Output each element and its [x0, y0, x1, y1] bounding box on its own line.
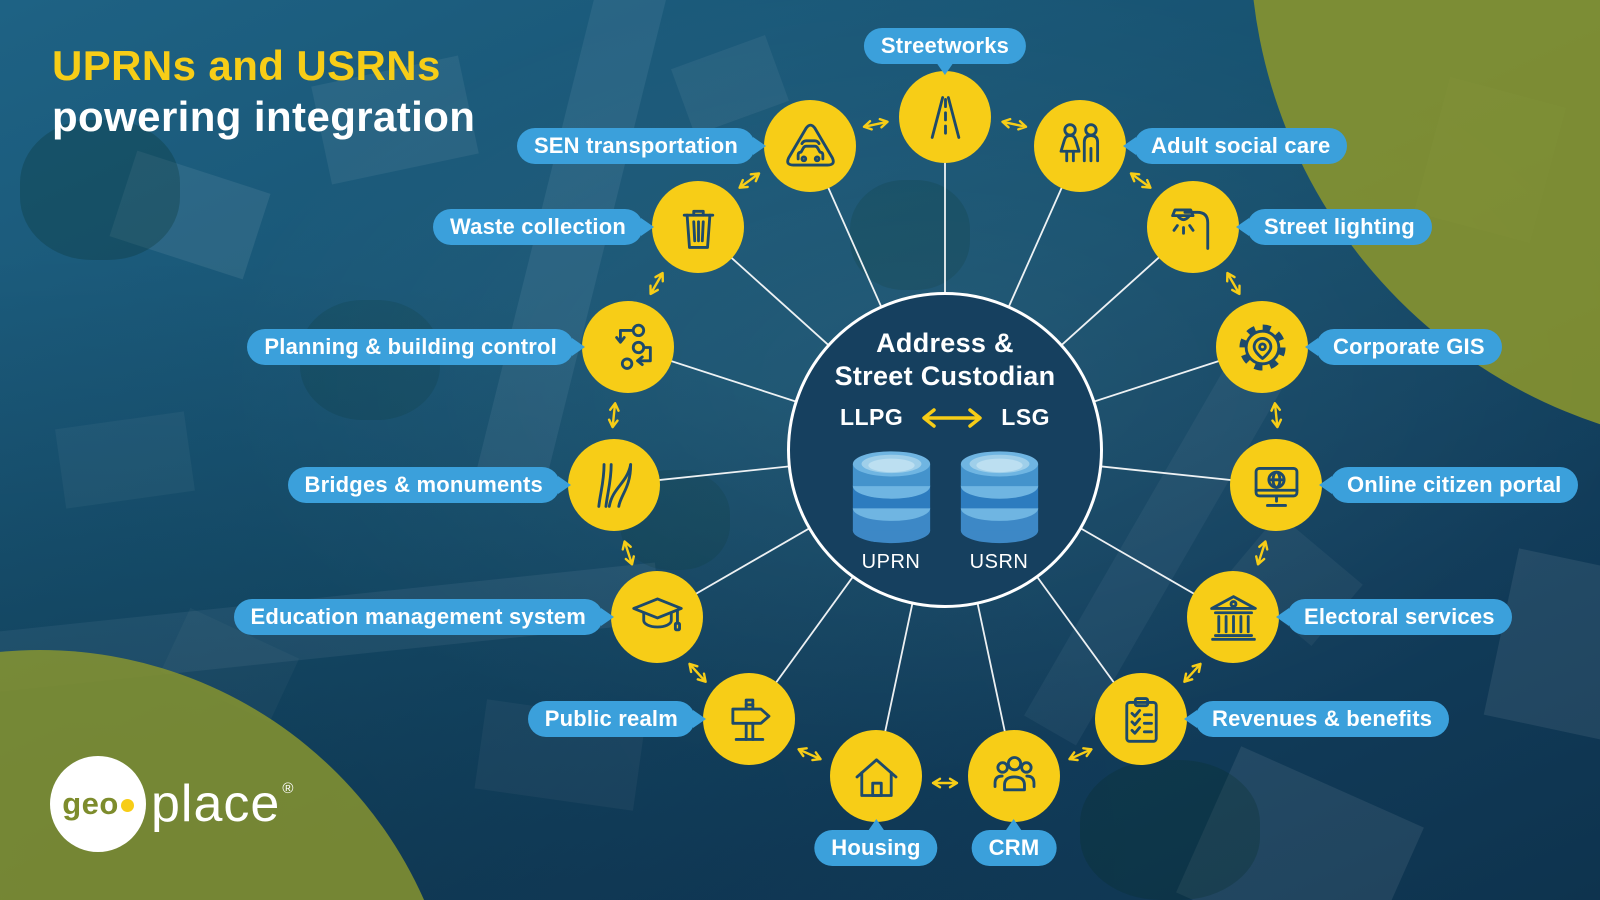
node-public-realm: [703, 673, 795, 765]
bg-texture-shape: [20, 120, 180, 260]
hub-address-street-custodian: Address & Street Custodian LLPG LSG: [787, 292, 1103, 608]
label-electoral-services: Electoral services: [1287, 599, 1512, 635]
database-cylinder-icon: [960, 451, 1038, 544]
logo-yellow-dot-icon: [120, 798, 134, 812]
registered-mark: ®: [282, 780, 295, 797]
housing-icon: [855, 757, 897, 797]
label-planning-building-control: Planning & building control: [247, 329, 574, 365]
label-adult-social-care: Adult social care: [1134, 128, 1348, 164]
page-title: UPRNs and USRNs powering integration: [52, 40, 475, 142]
llpg-label: LLPG: [839, 404, 904, 430]
planning-building-icon: [614, 323, 652, 370]
node-planning-building-control: [582, 301, 674, 393]
waste-collection-icon: [682, 209, 714, 249]
revenues-benefits-icon: [1124, 696, 1158, 743]
uprn-database: UPRN: [845, 433, 938, 574]
logo-geo-text: geo: [62, 786, 119, 821]
node-adult-social-care: [1034, 100, 1126, 192]
online-citizen-portal-icon: [1254, 466, 1298, 507]
node-bridges-monuments: [568, 439, 660, 531]
geoplace-logo-circle: geo: [50, 756, 146, 852]
hub-title-line-1: Address &: [876, 328, 1014, 358]
usrn-database: USRN: [953, 433, 1046, 574]
node-education-management-system: [611, 571, 703, 663]
logo-wordmark: place®: [151, 775, 295, 833]
hub-title-line-2: Street Custodian: [834, 361, 1056, 391]
label-crm: CRM: [971, 830, 1057, 866]
label-education-management-system: Education management system: [233, 599, 603, 635]
electoral-services-icon: [1209, 594, 1257, 641]
public-realm-icon: [730, 698, 770, 741]
corporate-gis-icon: [1238, 323, 1286, 371]
label-waste-collection: Waste collection: [433, 209, 643, 245]
label-housing: Housing: [814, 830, 938, 866]
node-online-citizen-portal: [1230, 439, 1322, 531]
title-line-1: UPRNs and USRNs: [52, 42, 441, 89]
node-corporate-gis: [1216, 301, 1308, 393]
label-online-citizen-portal: Online citizen portal: [1330, 467, 1579, 503]
node-crm: [968, 730, 1060, 822]
street-lighting-icon: [1170, 208, 1209, 250]
label-public-realm: Public realm: [527, 701, 695, 737]
usrn-label: USRN: [969, 551, 1029, 573]
node-housing: [830, 730, 922, 822]
label-streetworks: Streetworks: [863, 28, 1027, 64]
bridges-monuments-icon: [596, 462, 632, 508]
label-bridges-monuments: Bridges & monuments: [287, 467, 560, 503]
streetworks-icon: [930, 95, 960, 139]
sen-transportation-icon: [785, 123, 835, 166]
exchange-arrow-icon: [922, 407, 983, 428]
node-waste-collection: [652, 181, 744, 273]
uprn-label: UPRN: [861, 551, 921, 573]
node-electoral-services: [1187, 571, 1279, 663]
title-line-2: powering integration: [52, 93, 476, 140]
bg-texture-shape: [1080, 760, 1260, 900]
node-sen-transportation: [764, 100, 856, 192]
education-management-icon: [631, 597, 683, 631]
label-sen-transportation: SEN transportation: [516, 128, 755, 164]
label-revenues-benefits: Revenues & benefits: [1195, 701, 1450, 737]
node-street-lighting: [1147, 181, 1239, 273]
lsg-label: LSG: [1001, 404, 1051, 430]
crm-icon: [993, 755, 1035, 791]
geoplace-logo: geo place®: [50, 756, 294, 852]
label-corporate-gis: Corporate GIS: [1316, 329, 1502, 365]
bg-texture-shape: [850, 180, 970, 290]
hub-databases: UPRN USRN: [845, 433, 1046, 574]
hub-title: Address & Street Custodian: [835, 327, 1056, 393]
hub-codes-row: LLPG LSG: [840, 404, 1050, 431]
label-street-lighting: Street lighting: [1247, 209, 1432, 245]
adult-social-care-icon: [1059, 122, 1099, 162]
node-streetworks: [899, 71, 991, 163]
database-cylinder-icon: [852, 451, 930, 544]
node-revenues-benefits: [1095, 673, 1187, 765]
